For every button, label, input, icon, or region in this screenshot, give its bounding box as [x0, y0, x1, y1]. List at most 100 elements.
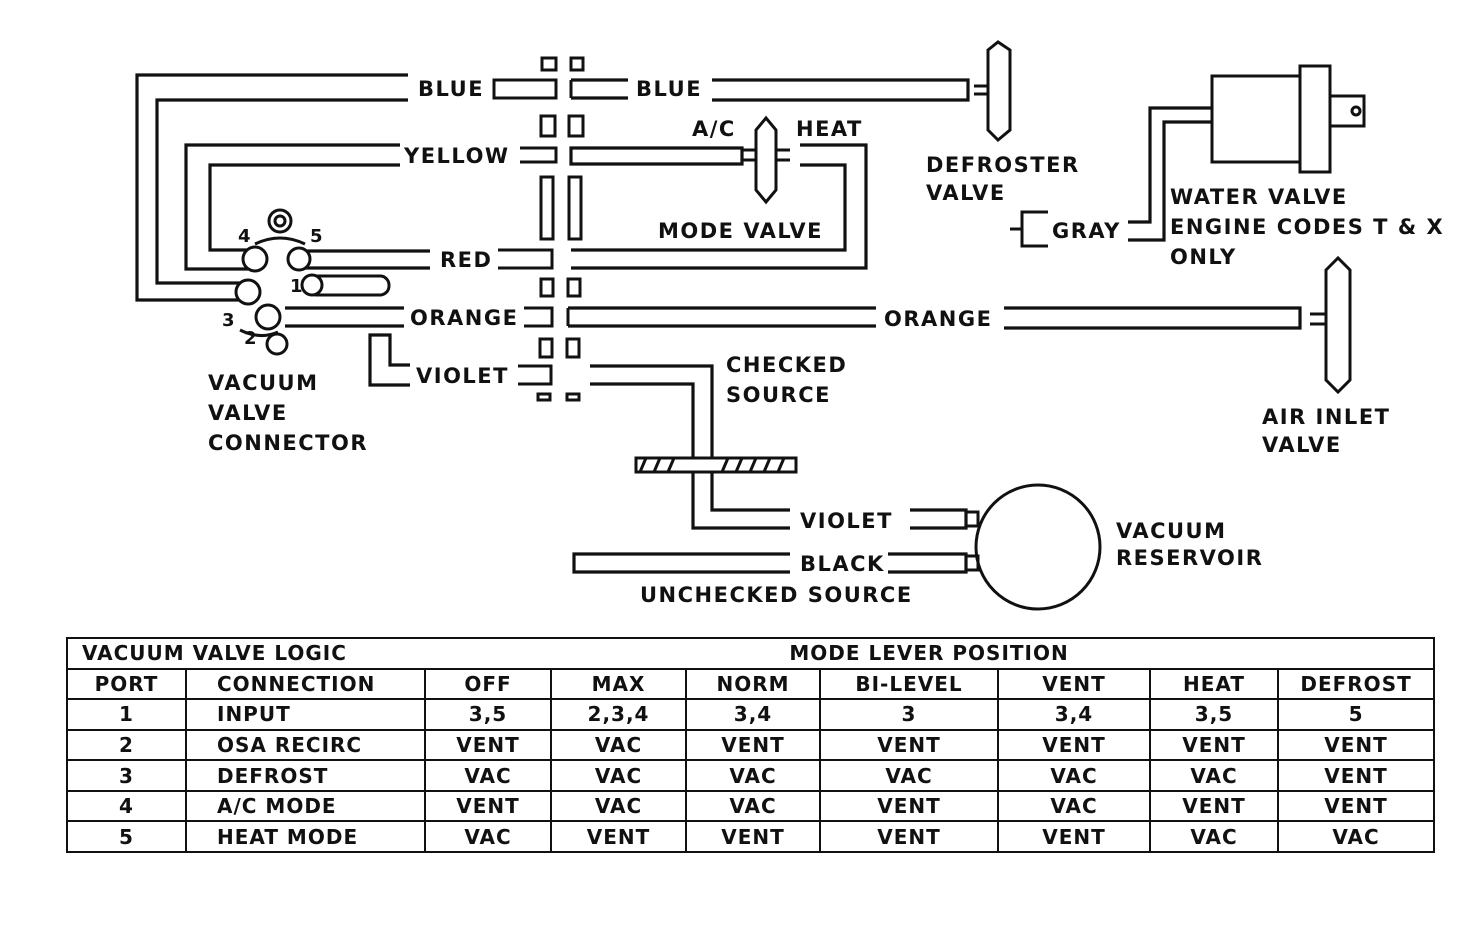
vacuum-valve-connector-label-3: CONNECTOR	[208, 431, 368, 455]
table-cell: VAC	[819, 759, 1000, 792]
mode-valve-label: MODE VALVE	[658, 219, 823, 243]
mode-valve-ac-label: A/C	[692, 117, 736, 141]
orange-left-label: ORANGE	[410, 306, 518, 330]
water-valve-label-1: WATER VALVE	[1170, 185, 1348, 209]
table-cell: VENT	[685, 820, 822, 853]
table-title-row: VACUUM VALVE LOGIC MODE LEVER POSITION	[65, 637, 1436, 670]
table-cell: VENT	[1149, 789, 1280, 823]
unchecked-source-label: UNCHECKED SOURCE	[640, 583, 913, 607]
table-cell: VAC	[550, 759, 688, 792]
mode-valve-heat-hose	[571, 143, 868, 270]
violet-lower-label: VIOLET	[800, 509, 893, 533]
table-cell: OSA RECIRC	[184, 728, 427, 762]
table-cell: VENT	[550, 820, 688, 853]
table-cell: VAC	[1149, 759, 1280, 792]
table-cell: VAC	[997, 789, 1152, 823]
table-row: 3 DEFROST VAC VAC VAC VAC VAC VAC VENT	[66, 759, 1436, 792]
blue-hose-right	[569, 78, 970, 102]
water-valve-label-3: ONLY	[1170, 245, 1237, 269]
table-cell: VENT	[1277, 789, 1436, 823]
vacuum-reservoir-label-2: RESERVOIR	[1116, 546, 1263, 570]
air-inlet-valve-label-1: AIR INLET	[1262, 405, 1391, 429]
vacuum-valve-connector-label-1: VACUUM	[208, 371, 319, 395]
water-valve	[1010, 64, 1366, 248]
table-cell: VAC	[1277, 820, 1436, 853]
column-header: OFF	[424, 667, 553, 701]
column-header: PORT	[66, 667, 187, 701]
table-cell: 3,4	[997, 698, 1152, 731]
defroster-valve	[974, 40, 1012, 143]
port-number-5: 5	[310, 226, 323, 247]
table-cell: VAC	[424, 820, 553, 853]
table-cell: 3,5	[424, 698, 553, 731]
column-header: HEAT	[1149, 667, 1280, 701]
red-label: RED	[440, 248, 492, 272]
table-cell: VAC	[1149, 820, 1280, 853]
table-cell: VENT	[819, 728, 1000, 762]
table-cell: VENT	[1277, 728, 1436, 762]
table-cell: VAC	[550, 789, 688, 823]
orange-hose-left	[285, 306, 404, 328]
table-cell: 5	[1277, 698, 1436, 731]
air-inlet-valve-label-2: VALVE	[1262, 433, 1342, 457]
table-cell: 3	[66, 759, 187, 792]
black-label: BLACK	[800, 552, 885, 576]
table-title: VACUUM VALVE LOGIC	[65, 637, 426, 670]
blue-left-label: BLUE	[418, 77, 484, 101]
table-cell: VENT	[1277, 759, 1436, 792]
table-cell: 1	[66, 698, 187, 731]
gray-label: GRAY	[1052, 219, 1121, 243]
left-hose-ends	[492, 78, 558, 386]
port-number-1: 1	[290, 276, 303, 297]
blue-hose-left	[135, 73, 408, 302]
table-cell: 2,3,4	[550, 698, 688, 731]
red-hose-left	[300, 249, 430, 270]
defroster-valve-label-2: VALVE	[926, 181, 1006, 205]
table-header-row: PORT CONNECTION OFF MAX NORM BI-LEVEL VE…	[66, 667, 1436, 701]
table-cell: VENT	[819, 820, 1000, 853]
table-cell: VAC	[685, 759, 822, 792]
vacuum-valve-logic-table: VACUUM VALVE LOGIC MODE LEVER POSITION P…	[65, 637, 1436, 853]
table-row: 1 INPUT 3,5 2,3,4 3,4 3 3,4 3,5 5	[66, 698, 1436, 731]
table-row: 4 A/C MODE VENT VAC VAC VENT VAC VENT VE…	[66, 789, 1436, 823]
table-cell: VAC	[997, 759, 1152, 792]
column-header: VENT	[997, 667, 1152, 701]
column-header: BI-LEVEL	[819, 667, 1000, 701]
mode-valve	[742, 115, 790, 205]
table-cell: 5	[66, 820, 187, 853]
checked-source-label-1: CHECKED	[726, 353, 847, 377]
table-cell: VAC	[685, 789, 822, 823]
violet-hose-left	[368, 333, 410, 387]
table-cell: 2	[66, 728, 187, 762]
table-cell: VAC	[424, 759, 553, 792]
vacuum-reservoir-label-1: VACUUM	[1116, 519, 1227, 543]
column-header: DEFROST	[1277, 667, 1436, 701]
table-row: 2 OSA RECIRC VENT VAC VENT VENT VENT VEN…	[66, 728, 1436, 762]
table-cell: VENT	[819, 789, 1000, 823]
table-cell: VENT	[685, 728, 822, 762]
table-group-header: MODE LEVER POSITION	[425, 637, 1436, 670]
defroster-valve-label-1: DEFROSTER	[926, 153, 1080, 177]
blue-right-label: BLUE	[636, 77, 702, 101]
yellow-hose-right	[569, 146, 744, 166]
hose-connector-block	[536, 56, 585, 402]
firewall-section	[634, 456, 798, 474]
table-cell: VENT	[424, 789, 553, 823]
vacuum-reservoir	[572, 483, 1102, 611]
checked-source-label-2: SOURCE	[726, 383, 831, 407]
yellow-hose-left	[184, 143, 400, 271]
port-number-3: 3	[222, 310, 235, 331]
column-header: MAX	[550, 667, 688, 701]
vacuum-valve-connector	[234, 208, 324, 356]
checked-source-hose	[590, 364, 790, 530]
table-cell: A/C MODE	[184, 789, 427, 823]
table-cell: INPUT	[184, 698, 427, 731]
table-cell: VENT	[424, 728, 553, 762]
table-cell: VENT	[997, 820, 1152, 853]
mode-valve-heat-label: HEAT	[796, 117, 863, 141]
table-cell: HEAT MODE	[184, 820, 427, 853]
table-cell: 4	[66, 789, 187, 823]
water-valve-label-2: ENGINE CODES T & X	[1170, 215, 1444, 239]
orange-hose-right	[566, 306, 1302, 330]
